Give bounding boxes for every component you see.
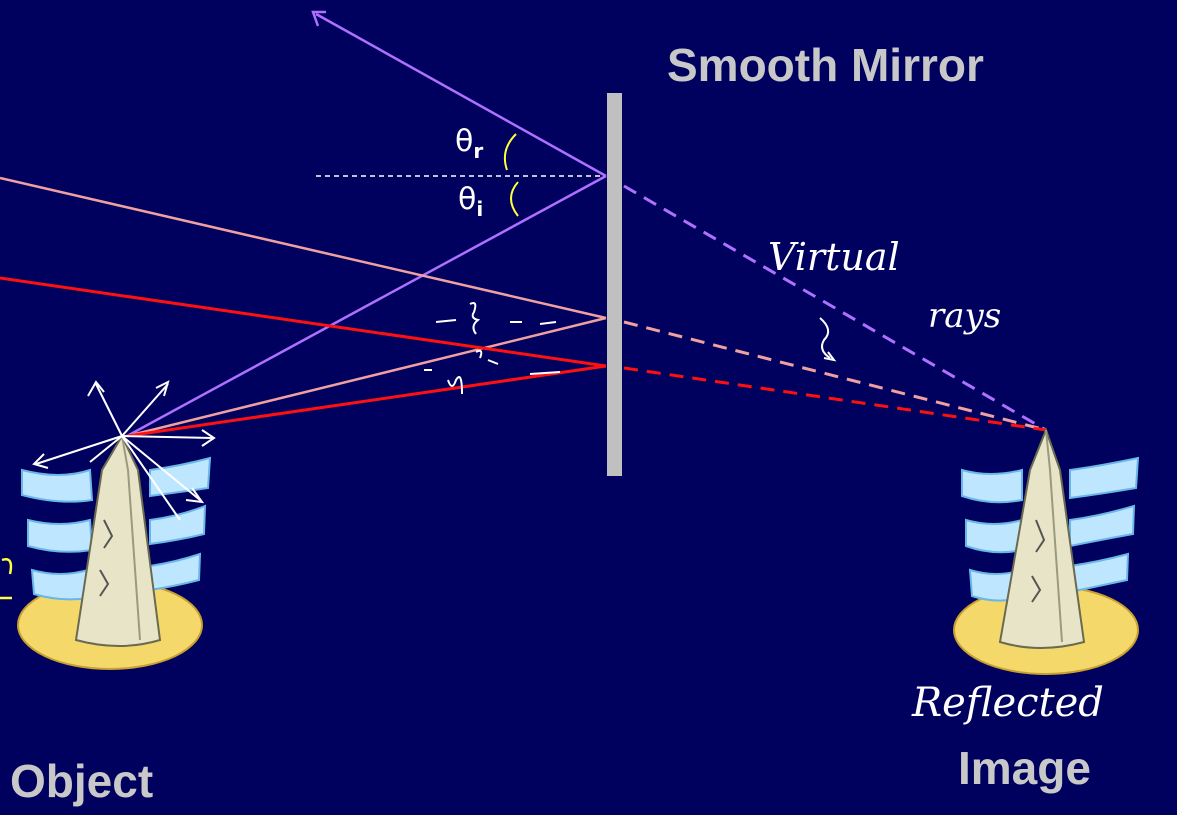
- theta-symbol: θ: [455, 124, 474, 159]
- image-monument-clipart: [953, 427, 1140, 675]
- theta-i-subscript: i: [476, 197, 484, 221]
- theta-r-label: θr: [455, 124, 483, 163]
- virtual-ray-red: [623, 366, 1047, 432]
- ray-red-incident: [126, 364, 607, 438]
- ray-purple-reflected: [315, 12, 607, 178]
- ray-pink-reflected: [0, 176, 607, 320]
- handwritten-rays: rays: [928, 296, 1002, 336]
- ray-purple-incident: [126, 174, 607, 438]
- handwritten-virtual: Virtual: [768, 235, 900, 279]
- theta-r-subscript: r: [473, 139, 484, 163]
- object-monument-clipart: [17, 433, 212, 670]
- ray-arrow-head: [311, 10, 326, 27]
- reflection-angle-arc: [503, 133, 517, 171]
- ray-pink-incident: [126, 316, 607, 438]
- handwritten-angle-marks: [424, 302, 837, 395]
- virtual-ray-purple: [623, 184, 1047, 432]
- yellow-edge-mark: [0, 558, 13, 600]
- theta-i-label: θi: [458, 182, 483, 221]
- smooth-mirror: [607, 93, 622, 476]
- theta-symbol: θ: [458, 182, 477, 217]
- handwritten-reflected: Reflected: [912, 680, 1104, 726]
- incidence-angle-arc: [510, 181, 519, 217]
- object-label: Object: [10, 755, 154, 807]
- scatter-arrows: [32, 380, 216, 521]
- smooth-mirror-title: Smooth Mirror: [667, 39, 984, 91]
- image-label: Image: [958, 742, 1091, 794]
- ray-red-reflected: [0, 276, 607, 368]
- virtual-ray-pink: [623, 320, 1047, 432]
